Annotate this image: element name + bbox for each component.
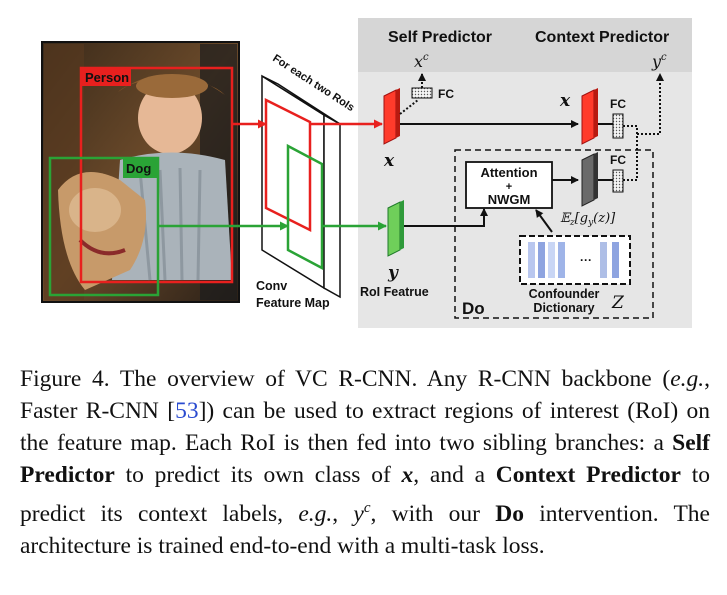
context-fc-bottom-box bbox=[613, 170, 623, 192]
caption-text-a: The overview of VC R-CNN. Any R-CNN back… bbox=[120, 366, 670, 392]
z-symbol: Z bbox=[611, 293, 625, 313]
do-label: Do bbox=[462, 299, 485, 318]
expectation-feature-vector bbox=[582, 152, 598, 206]
self-fc-box bbox=[412, 88, 432, 98]
confounder-label-line2: Dictionary bbox=[533, 301, 594, 315]
caption-text-d: to predict its own class of bbox=[115, 462, 402, 488]
caption-eg2: e.g. bbox=[298, 501, 332, 527]
context-x-feature-vector bbox=[582, 88, 598, 144]
caption-text-g: , bbox=[332, 501, 353, 527]
confounder-label-line1: Confounder bbox=[529, 287, 600, 301]
conv-label-line2: Feature Map bbox=[256, 296, 330, 310]
context-fc-bottom-label: FC bbox=[610, 153, 626, 167]
roi-feature-label: RoI Featrue bbox=[360, 285, 429, 299]
caption-yc: y bbox=[353, 501, 363, 527]
self-fc-label: FC bbox=[438, 87, 454, 101]
caption-eg1: e.g. bbox=[670, 366, 704, 392]
context-fc-top-label: FC bbox=[610, 97, 626, 111]
x-symbol: x bbox=[383, 151, 395, 171]
y-feature-vector bbox=[388, 200, 404, 256]
caption-fig-num: Figure 4. bbox=[20, 366, 110, 392]
dictionary-ellipsis: ··· bbox=[580, 253, 592, 267]
caption-do: Do bbox=[495, 501, 524, 527]
caption-x: x bbox=[402, 462, 414, 488]
context-predictor-title: Context Predictor bbox=[535, 29, 669, 46]
y-symbol: y bbox=[387, 263, 399, 283]
caption-text-e: , and a bbox=[413, 462, 495, 488]
person-label: Person bbox=[85, 70, 129, 85]
context-x-symbol: x bbox=[559, 91, 571, 111]
architecture-figure: Person Dog For each two RoIs Conv Featur… bbox=[0, 0, 727, 340]
caption-citation-link[interactable]: 53 bbox=[175, 398, 199, 424]
x-feature-vector bbox=[384, 88, 400, 144]
attention-label: Attention bbox=[480, 165, 537, 180]
conv-label-line1: Conv bbox=[256, 279, 287, 293]
nwgm-label: NWGM bbox=[488, 192, 531, 207]
self-predictor-title: Self Predictor bbox=[388, 29, 492, 46]
conv-feature-map bbox=[262, 76, 340, 297]
figure-caption: Figure 4. The overview of VC R-CNN. Any … bbox=[20, 363, 710, 562]
dog-label: Dog bbox=[126, 161, 151, 176]
caption-text-h: , with our bbox=[370, 501, 495, 527]
caption-context-predictor: Context Predictor bbox=[496, 462, 681, 488]
context-fc-top-box bbox=[613, 114, 623, 138]
